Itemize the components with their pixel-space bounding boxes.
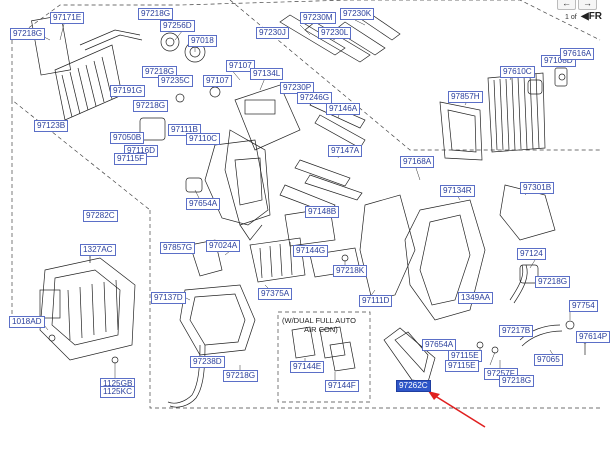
callout-label[interactable]: 97857H bbox=[448, 91, 483, 103]
callout-label[interactable]: 97230J bbox=[256, 27, 289, 39]
callout-label[interactable]: 97614P bbox=[576, 331, 610, 343]
callout-label[interactable]: 97610C bbox=[500, 66, 535, 78]
direction-label: ◀FR bbox=[581, 11, 602, 22]
blower-unit-part bbox=[39, 257, 136, 364]
callout-label[interactable]: 97123B bbox=[34, 120, 69, 132]
callout-label[interactable]: 97171E bbox=[50, 12, 85, 24]
arrow-left-icon: ← bbox=[562, 0, 571, 8]
callout-label[interactable]: 97146A bbox=[326, 103, 361, 115]
callout-label[interactable]: 97144F bbox=[325, 380, 359, 392]
callout-label[interactable]: 97115F bbox=[114, 153, 148, 165]
callout-label[interactable]: 97218G bbox=[223, 370, 259, 382]
callout-label[interactable]: 97134R bbox=[440, 185, 475, 197]
callout-label[interactable]: 1125KC bbox=[100, 386, 135, 398]
callout-label[interactable]: 97110C bbox=[186, 133, 221, 145]
callout-label[interactable]: 97144E bbox=[290, 361, 325, 373]
callout-label[interactable]: 97282C bbox=[83, 210, 118, 222]
callout-label[interactable]: 97230L bbox=[318, 27, 352, 39]
callout-label[interactable]: 97217B bbox=[499, 325, 534, 337]
callout-label[interactable]: 97230M bbox=[300, 12, 336, 24]
red-pointer-arrow bbox=[428, 391, 486, 428]
filter-frame-part bbox=[439, 101, 483, 161]
callout-label[interactable]: 97375A bbox=[258, 288, 293, 300]
callout-label[interactable]: 97256D bbox=[160, 20, 195, 32]
callout-label[interactable]: 97018 bbox=[188, 35, 217, 47]
callout-label[interactable]: 97147A bbox=[328, 145, 363, 157]
direction-text: FR bbox=[588, 11, 603, 22]
mode-housing-part bbox=[224, 84, 301, 241]
inset-note: (W/DUAL FULL AUTO AIR CON) bbox=[282, 316, 356, 334]
inset-note-line1: (W/DUAL FULL AUTO bbox=[282, 316, 356, 325]
front-arrow-icon: ◀ bbox=[581, 11, 589, 22]
arrow-right-icon: → bbox=[583, 0, 592, 8]
callout-label[interactable]: 97115E bbox=[448, 350, 482, 362]
heater-core-part bbox=[31, 15, 143, 121]
evaporator-core-part bbox=[487, 72, 546, 153]
callout-label[interactable]: 97654A bbox=[422, 339, 457, 351]
callout-label[interactable]: 97218G bbox=[535, 276, 571, 288]
callout-label[interactable]: 97218G bbox=[138, 8, 174, 20]
callout-label[interactable]: 97134L bbox=[250, 68, 284, 80]
callout-label[interactable]: 97137D bbox=[151, 292, 186, 304]
callout-label[interactable]: 97218G bbox=[499, 375, 535, 387]
callout-label[interactable]: 97115E bbox=[445, 360, 479, 372]
next-button[interactable]: → bbox=[578, 0, 597, 10]
dual-auto-inset-parts bbox=[291, 326, 356, 372]
expansion-valve-part bbox=[527, 67, 568, 95]
page-indicator: 1 of bbox=[565, 14, 577, 21]
callout-label[interactable]: 97050B bbox=[110, 132, 145, 144]
callout-label[interactable]: 97218G bbox=[133, 100, 169, 112]
callout-label-selected[interactable]: 97262C bbox=[396, 380, 431, 392]
inset-note-line2: AIR CON) bbox=[304, 325, 338, 334]
callout-label[interactable]: 1018AD bbox=[9, 316, 45, 328]
callout-label[interactable]: 97124 bbox=[517, 248, 546, 260]
callout-label[interactable]: 97218G bbox=[10, 28, 46, 40]
callout-label[interactable]: 1327AC bbox=[80, 244, 116, 256]
callout-label[interactable]: 97754 bbox=[569, 300, 598, 312]
callout-label[interactable]: 97065 bbox=[534, 354, 563, 366]
callout-label[interactable]: 97616A bbox=[560, 48, 595, 60]
callout-label[interactable]: 1349AA bbox=[458, 292, 494, 304]
callout-label[interactable]: 97235C bbox=[158, 75, 193, 87]
callout-label[interactable]: 97107 bbox=[226, 60, 255, 72]
callout-label[interactable]: 97230K bbox=[340, 8, 375, 20]
assembly-boundary-dashed bbox=[11, 0, 601, 409]
callout-label[interactable]: 97148B bbox=[305, 206, 340, 218]
callout-label[interactable]: 97857G bbox=[160, 242, 196, 254]
callout-label[interactable]: 97107 bbox=[203, 75, 232, 87]
callout-label[interactable]: 97246G bbox=[297, 92, 333, 104]
callout-label[interactable]: 97144G bbox=[293, 245, 329, 257]
callout-label[interactable]: 97191G bbox=[110, 85, 146, 97]
callout-label[interactable]: 97111D bbox=[359, 295, 393, 307]
callout-label[interactable]: 97168A bbox=[400, 156, 435, 168]
callout-label[interactable]: 97238D bbox=[190, 356, 225, 368]
callout-label[interactable]: 97654A bbox=[186, 198, 221, 210]
lower-right-duct-part bbox=[383, 264, 575, 383]
back-button[interactable]: ← bbox=[557, 0, 576, 10]
callout-label[interactable]: 97024A bbox=[206, 240, 241, 252]
center-case-part bbox=[185, 139, 269, 226]
callout-label[interactable]: 97218K bbox=[333, 265, 368, 277]
callout-label[interactable]: 97301B bbox=[520, 182, 555, 194]
